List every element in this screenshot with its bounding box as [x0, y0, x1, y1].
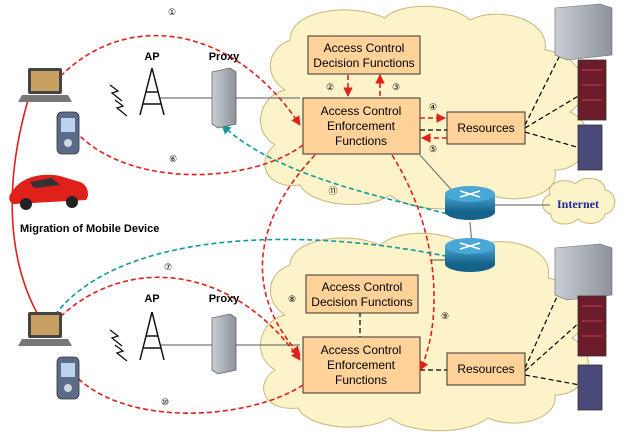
step-4: ④	[429, 102, 437, 112]
server-rack-icon-bottom-3	[577, 364, 603, 411]
laptop-icon-bottom	[18, 312, 72, 346]
antenna-icon-bottom	[109, 311, 165, 362]
step-3: ③	[392, 82, 400, 92]
flow-11	[221, 124, 463, 219]
server-rack-icon-top-1	[554, 3, 613, 61]
step-10: ⑩	[161, 397, 169, 407]
enforcement-box-top: Access Control Enforcement Functions	[302, 97, 421, 155]
ap-label-bottom: AP	[144, 293, 159, 305]
step-1: ①	[168, 7, 176, 17]
step-6: ⑥	[169, 154, 177, 164]
resources-box-bottom: Resources	[446, 352, 526, 386]
migration-arrow	[11, 99, 43, 323]
car-icon	[9, 174, 88, 210]
flow-1	[54, 34, 301, 126]
proxy-label-bottom: Proxy	[209, 293, 240, 305]
flow-9	[391, 154, 435, 371]
step-9: ⑨	[441, 311, 449, 321]
migration-teal-flow	[49, 238, 456, 323]
proxy-server-icon-top	[211, 67, 237, 129]
enforce-top-line3: Functions	[335, 134, 387, 148]
pda-icon-top	[56, 111, 80, 155]
laptop-icon-top	[18, 68, 72, 102]
proxy-server-icon-bottom	[211, 313, 237, 375]
server-rack-icon-bottom-2	[577, 295, 607, 357]
decision-bottom-line1: Access Control	[322, 280, 403, 294]
server-rack-icon-top-2	[577, 59, 607, 121]
enforce-bottom-line1: Access Control	[321, 343, 402, 357]
resources-box-top: Resources	[446, 111, 526, 145]
router-icon-top	[445, 186, 495, 220]
step-8: ⑧	[288, 294, 296, 304]
step-5: ⑤	[429, 144, 437, 154]
resources-top-label: Resources	[457, 121, 514, 135]
internet-label: Internet	[557, 197, 599, 211]
ap-label-top: AP	[144, 51, 159, 63]
enforce-top-line1: Access Control	[321, 104, 402, 118]
bottom-domain-cloud	[260, 232, 589, 432]
server-rack-icon-bottom-1	[554, 243, 613, 301]
router-icon-bottom	[445, 238, 495, 272]
flow-10	[69, 369, 304, 414]
teal-flows	[49, 124, 463, 323]
step-7: ⑦	[164, 262, 172, 272]
enforcement-box-bottom: Access Control Enforcement Functions	[302, 336, 421, 394]
decision-box-bottom: Access Control Decision Functions	[305, 274, 419, 314]
enforce-top-line2: Enforcement	[327, 119, 396, 133]
flow-7	[54, 276, 301, 361]
step-markers: ① ② ③ ④ ⑤ ⑥ ⑦ ⑧ ⑨ ⑩ ⑪	[161, 7, 449, 407]
internet-cloud: Internet	[542, 177, 616, 225]
step-11: ⑪	[328, 186, 337, 196]
resources-bottom-label: Resources	[457, 362, 514, 376]
decision-box-top: Access Control Decision Functions	[307, 35, 421, 75]
step-2: ②	[326, 82, 334, 92]
resource-server-links	[359, 54, 581, 386]
flow-6	[69, 124, 304, 176]
decision-top-line1: Access Control	[324, 41, 405, 55]
red-flows	[11, 34, 447, 414]
enforce-bottom-line2: Enforcement	[327, 358, 396, 372]
enforce-bottom-line3: Functions	[335, 373, 387, 387]
decision-bottom-line2: Decision Functions	[311, 295, 412, 309]
antenna-icon-top	[109, 67, 165, 117]
migration-label: Migration of Mobile Device	[20, 223, 159, 235]
server-rack-icon-top-3	[577, 124, 603, 171]
pda-icon-bottom	[56, 356, 80, 400]
proxy-label-top: Proxy	[209, 51, 240, 63]
flow-8	[261, 154, 316, 356]
decision-top-line2: Decision Functions	[313, 56, 414, 70]
